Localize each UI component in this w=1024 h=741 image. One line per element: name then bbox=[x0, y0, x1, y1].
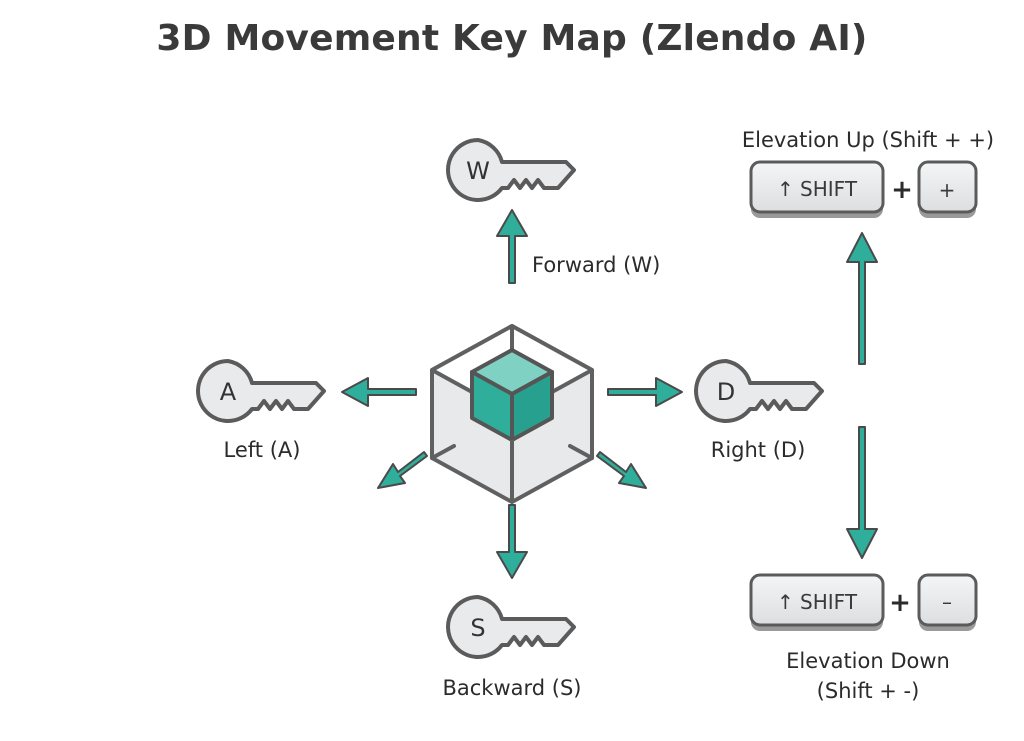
label-forward: Forward (W) bbox=[532, 253, 660, 277]
arrow-elevation-up-icon bbox=[846, 232, 878, 365]
arrow-elevation-down-icon bbox=[846, 426, 878, 559]
shift-key-down[interactable]: ↑ SHIFT bbox=[749, 573, 885, 631]
key-d[interactable]: D bbox=[694, 359, 824, 423]
key-d-letter: D bbox=[717, 378, 735, 406]
label-right: Right (D) bbox=[711, 438, 806, 462]
key-s-letter: S bbox=[470, 614, 485, 642]
plus-joiner-up: + bbox=[891, 175, 913, 205]
label-left: Left (A) bbox=[224, 438, 301, 462]
plus-joiner-down: + bbox=[889, 588, 911, 618]
shift-key-up[interactable]: ↑ SHIFT bbox=[749, 160, 885, 218]
label-elevation-down-line1: Elevation Down bbox=[786, 649, 950, 673]
key-w-letter: W bbox=[466, 157, 490, 185]
key-w[interactable]: W bbox=[446, 138, 576, 202]
label-backward: Backward (S) bbox=[442, 676, 581, 700]
key-a[interactable]: A bbox=[196, 359, 326, 423]
arrow-down-right-icon bbox=[596, 451, 647, 489]
key-s[interactable]: S bbox=[446, 595, 576, 659]
key-a-letter: A bbox=[220, 378, 237, 406]
page-title: 3D Movement Key Map (Zlendo AI) bbox=[156, 18, 868, 59]
arrow-down-left-icon bbox=[377, 451, 428, 489]
arrow-backward-icon bbox=[496, 504, 528, 579]
cube-icon bbox=[430, 324, 594, 504]
arrow-left-icon bbox=[341, 377, 417, 407]
plus-key-label: + bbox=[939, 178, 956, 202]
minus-key-label: – bbox=[942, 590, 952, 614]
label-elevation-down-line2: (Shift + -) bbox=[817, 679, 920, 703]
arrow-forward-icon bbox=[496, 209, 528, 284]
label-elevation-up: Elevation Up (Shift + +) bbox=[742, 128, 994, 152]
shift-key-down-label: ↑ SHIFT bbox=[777, 590, 858, 614]
plus-key[interactable]: + bbox=[917, 160, 978, 218]
minus-key[interactable]: – bbox=[917, 573, 978, 631]
shift-key-up-label: ↑ SHIFT bbox=[777, 177, 858, 201]
arrow-right-icon bbox=[607, 377, 683, 407]
